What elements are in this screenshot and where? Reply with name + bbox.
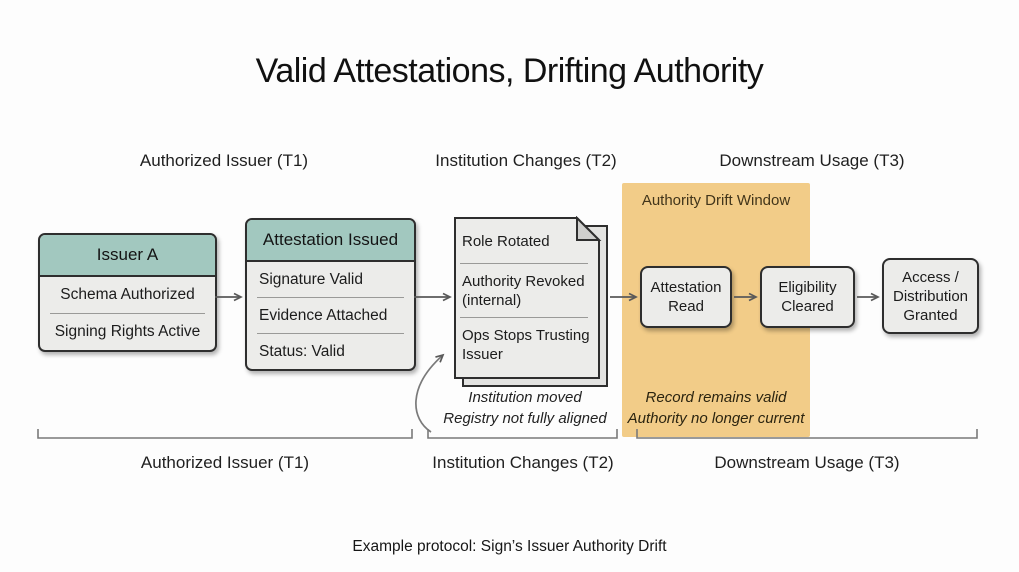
issuer-a-row-schema: Schema Authorized xyxy=(60,286,195,303)
lane-label-bottom-t1: Authorized Issuer (T1) xyxy=(140,453,310,472)
issuer-a-row-signing: Signing Rights Active xyxy=(54,323,201,340)
bracket-t2 xyxy=(427,429,618,439)
document-row-ops: Ops Stops Trusting Issuer xyxy=(462,327,590,363)
drift-window-note: Record remains valid Authority no longer… xyxy=(620,387,812,429)
registry-misalignment-note-line2: Registry not fully aligned xyxy=(443,410,607,427)
lane-label-bottom-t2: Institution Changes (T2) xyxy=(432,453,614,472)
attestation-row-signature: Signature Valid xyxy=(259,270,363,288)
divider xyxy=(50,313,205,314)
document-row-authority: Authority Revoked (internal) xyxy=(462,273,585,309)
document-shape xyxy=(454,216,608,387)
issuer-a-box: Issuer A Schema Authorized Signing Right… xyxy=(38,233,217,352)
eligibility-cleared-box: Eligibility Cleared xyxy=(760,266,855,328)
divider xyxy=(257,333,404,334)
lane-label-bottom-t3: Downstream Usage (T3) xyxy=(714,453,900,472)
divider xyxy=(460,317,588,318)
lane-label-top-t1: Authorized Issuer (T1) xyxy=(139,151,309,170)
registry-misalignment-note-line1: Institution moved xyxy=(468,389,582,406)
drift-window-note-line2: Authority no longer current xyxy=(627,410,805,427)
lane-label-top-t2: Institution Changes (T2) xyxy=(435,151,617,170)
issuer-a-header: Issuer A xyxy=(40,235,215,277)
institution-changes-document: Role Rotated Authority Revoked (internal… xyxy=(449,216,615,392)
example-protocol-caption: Example protocol: Sign’s Issuer Authorit… xyxy=(352,538,667,555)
attestation-issued-box: Attestation Issued Signature Valid Evide… xyxy=(245,218,416,371)
authority-drift-window-label: Authority Drift Window xyxy=(641,192,791,209)
attestation-issued-header: Attestation Issued xyxy=(247,220,414,262)
access-granted-box: Access / Distribution Granted xyxy=(882,258,979,334)
divider xyxy=(460,263,588,264)
divider xyxy=(257,297,404,298)
attestation-row-evidence: Evidence Attached xyxy=(259,306,388,324)
document-row-role: Role Rotated xyxy=(462,233,550,250)
drift-window-note-line1: Record remains valid xyxy=(645,389,787,406)
attestation-row-status: Status: Valid xyxy=(259,342,345,360)
bracket-t1 xyxy=(37,429,413,439)
registry-misalignment-note: Institution moved Registry not fully ali… xyxy=(400,387,650,429)
attestation-read-box: Attestation Read xyxy=(640,266,732,328)
page-title: Valid Attestations, Drifting Authority xyxy=(255,52,764,90)
lane-label-top-t3: Downstream Usage (T3) xyxy=(719,151,905,170)
